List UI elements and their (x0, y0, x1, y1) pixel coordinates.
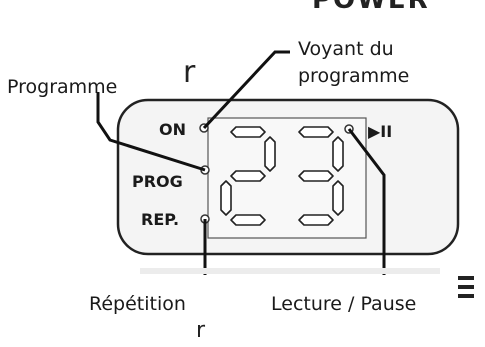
digit-0-segment-d (230, 214, 266, 226)
digit-1-segment-c (332, 180, 344, 216)
play-pause-leader (347, 128, 386, 275)
right-edge-fragment (458, 276, 474, 298)
lower-fragment (140, 268, 440, 274)
prog-label: PROG (132, 172, 183, 191)
program-callout: Programme (7, 76, 118, 98)
left-char-fragment: r (183, 55, 196, 90)
bottom-char-fragment: r (196, 318, 206, 343)
rep-label: REP. (141, 210, 180, 229)
indicator-callout: Voyant du programme (298, 38, 410, 87)
digit-0-segment-g (230, 170, 266, 182)
indicator-leader (202, 50, 290, 130)
digit-0-segment-e (220, 180, 232, 216)
play-pause-label: ▶II (368, 122, 393, 141)
digit-0-segment-a (230, 126, 266, 138)
display-digits (220, 126, 344, 226)
play-pause-callout: Lecture / Pause (271, 293, 417, 315)
digit-0-segment-b (264, 136, 276, 172)
digit-1-segment-a (298, 126, 334, 138)
digit-1-segment-b (332, 136, 344, 172)
program-leader (96, 92, 206, 172)
repeat-callout: Répétition (89, 293, 186, 315)
on-label: ON (159, 120, 186, 139)
digit-1-segment-d (298, 214, 334, 226)
top-banner-fragment: POWER (312, 0, 430, 15)
digit-1-segment-g (298, 170, 334, 182)
